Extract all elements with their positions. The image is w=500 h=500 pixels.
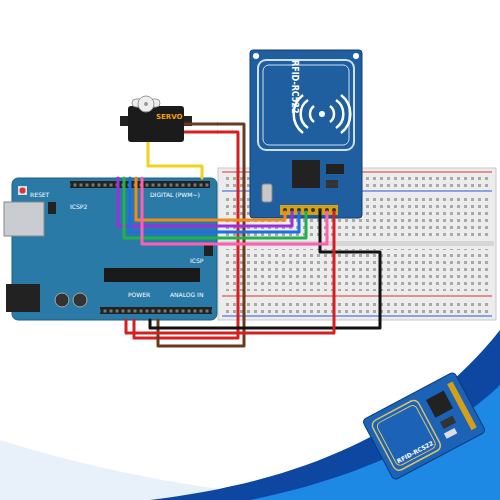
arduino-board-part [6,284,40,312]
rfid-photo-part [440,415,456,429]
arduino-board-part [204,244,213,256]
rfid-photo [362,372,486,481]
rfid-photo-part [376,404,437,467]
arduino-board-part [4,202,44,236]
arduino-board-part [12,178,217,320]
arduino-board-part [18,186,27,195]
servo-motor-part [144,102,148,106]
background-swoosh [0,330,500,500]
rfid-module-part [311,208,315,212]
rfid-module-part [319,111,325,117]
board-label: ICSP2 [70,204,87,210]
jumper-wire [130,178,299,232]
servo-motor-part [128,106,184,142]
rfid-module-part [326,164,344,174]
board-label: POWER [128,292,150,298]
rfid-photo-part [447,381,477,430]
board-label: RESET [30,192,49,198]
servo-box: SERVO [118,96,218,144]
servo-motor-part [184,131,218,134]
arduino-board-part [70,181,210,188]
jumper-wire [118,178,292,226]
module-name: RFID-RC522 [290,60,298,113]
board-label: ICSP [190,258,203,264]
servo-motor [120,96,218,144]
rfid-module-part [250,50,362,218]
arduino-board-box: RESET ICSP2 DIGITAL (PWM~) ICSP POWER ANALOG … [12,178,217,320]
module-name: RFID-RC522 [396,440,434,464]
arduino-board-part [48,202,56,214]
rfid-module-part [253,53,259,59]
rfid-photo-part [444,428,457,439]
breadboard-part [222,296,492,297]
rfid-photo-box: RFID-RC522 [360,370,488,480]
rfid-module-box: RFID-RC522 [250,50,362,212]
rfid-module-part [262,184,272,202]
rfid-module [250,50,362,218]
arduino-board-part [100,307,212,314]
jumper-wire [134,132,238,338]
rfid-module-part [353,53,359,59]
breadboard-part [224,249,490,291]
jumper-wire [150,212,380,328]
breadboard-part [222,316,492,317]
jumper-wire [158,124,244,346]
part-name: SERVO [156,114,182,121]
jumper-wire [136,178,285,220]
breadboard-part [224,299,490,313]
arduino-board-part [104,268,200,282]
rfid-module-part [258,60,354,150]
jumper-wire [124,178,306,238]
rfid-module-part [326,180,338,188]
background-swoosh-part [150,330,500,500]
jumper-wire [148,144,202,178]
arduino-board [4,178,217,320]
servo-motor-part [184,123,218,126]
arduino-board-part [20,188,26,194]
rfid-photo-part [426,391,453,418]
arduino-board-part [73,293,87,307]
jumper-wire [126,212,334,333]
board-label: DIGITAL (PWM~) [150,192,200,198]
servo-motor-part [138,96,154,112]
arduino-board-part [55,293,69,307]
jumper-wire [142,178,327,244]
rfid-module-part [263,65,349,145]
board-label: ANALOG IN [170,292,203,298]
rfid-photo-part [362,372,486,481]
arduino-board-part [70,181,210,188]
rfid-module-part [292,160,320,188]
arduino-board-part [100,307,212,314]
rfid-module-part [280,205,338,215]
rfid-module-part [330,95,350,133]
